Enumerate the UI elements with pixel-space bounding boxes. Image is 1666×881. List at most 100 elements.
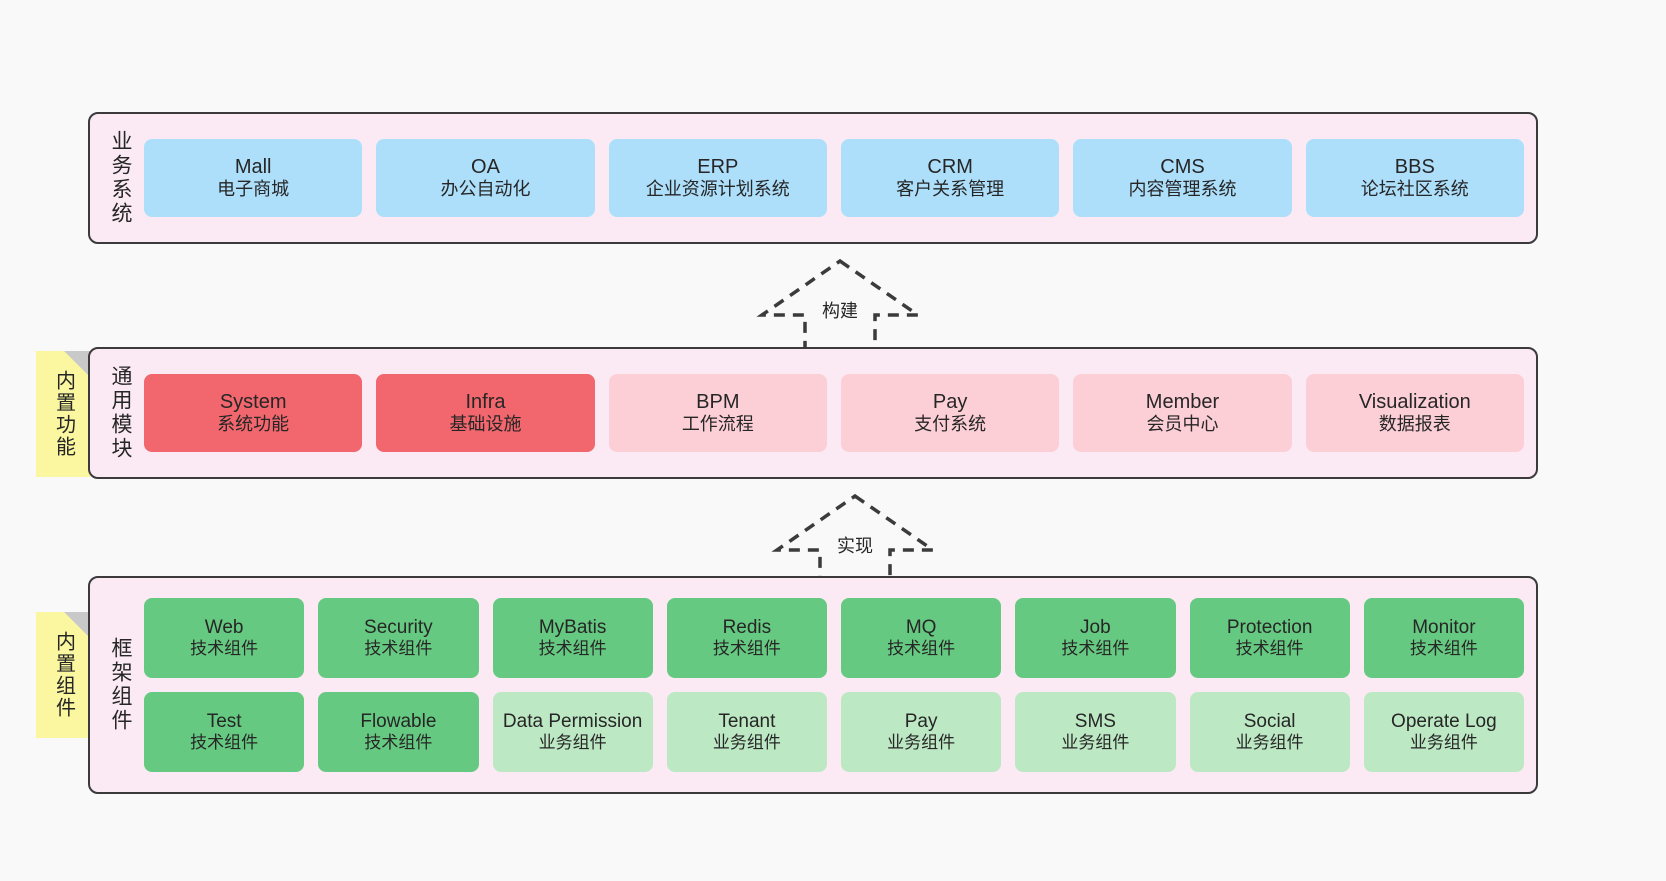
card-oa-cn: 办公自动化 <box>440 179 531 200</box>
card-infra-cn: 基础设施 <box>449 414 522 435</box>
card-visualization-en: Visualization <box>1358 390 1471 413</box>
card-mybatis[interactable]: MyBatis 技术组件 <box>492 598 653 678</box>
card-tenant-cn: 业务组件 <box>712 733 781 753</box>
card-test[interactable]: Test 技术组件 <box>144 692 305 772</box>
card-protection-cn: 技术组件 <box>1235 639 1304 659</box>
layer-framework-label: 框架组件 <box>109 637 133 733</box>
card-social[interactable]: Social 业务组件 <box>1189 692 1350 772</box>
card-security-en: Security <box>364 617 433 639</box>
card-job-en: Job <box>1080 617 1111 639</box>
sticky-note-builtin-components-label: 内置组件 <box>52 631 75 719</box>
framework-components-row-2: Test 技术组件 Flowable 技术组件 Data Permission … <box>144 692 1524 772</box>
card-tenant[interactable]: Tenant 业务组件 <box>666 692 827 772</box>
card-web[interactable]: Web 技术组件 <box>144 598 305 678</box>
card-web-cn: 技术组件 <box>190 639 259 659</box>
card-erp[interactable]: ERP 企业资源计划系统 <box>608 139 827 217</box>
sticky-note-builtin-components: 内置组件 <box>36 612 90 738</box>
sticky-note-builtin-functions: 内置功能 <box>36 351 90 477</box>
card-erp-cn: 企业资源计划系统 <box>645 179 790 200</box>
card-data-permission-cn: 业务组件 <box>538 733 607 753</box>
card-bbs-cn: 论坛社区系统 <box>1360 179 1469 200</box>
card-monitor-cn: 技术组件 <box>1409 639 1478 659</box>
card-oa[interactable]: OA 办公自动化 <box>376 139 595 217</box>
card-sms[interactable]: SMS 业务组件 <box>1015 692 1176 772</box>
common-modules-row: System 系统功能 Infra 基础设施 BPM 工作流程 Pay 支付系统… <box>144 374 1524 452</box>
arrow-build-label: 构建 <box>822 301 858 321</box>
card-security-cn: 技术组件 <box>364 639 433 659</box>
layer-modules-label: 通用模块 <box>109 365 133 461</box>
card-cms[interactable]: CMS 内容管理系统 <box>1073 139 1292 217</box>
card-job[interactable]: Job 技术组件 <box>1015 598 1176 678</box>
layer-business-body: Mall 电子商城 OA 办公自动化 ERP 企业资源计划系统 CRM 客户关系… <box>138 124 1524 232</box>
card-monitor-en: Monitor <box>1412 617 1476 639</box>
layer-modules-body: System 系统功能 Infra 基础设施 BPM 工作流程 Pay 支付系统… <box>138 359 1524 467</box>
card-redis-en: Redis <box>722 617 772 639</box>
card-job-cn: 技术组件 <box>1061 639 1130 659</box>
card-member[interactable]: Member 会员中心 <box>1073 374 1292 452</box>
card-mq-cn: 技术组件 <box>887 639 956 659</box>
card-cms-en: CMS <box>1160 155 1205 178</box>
card-data-permission[interactable]: Data Permission 业务组件 <box>492 692 653 772</box>
card-member-en: Member <box>1145 390 1220 413</box>
card-social-cn: 业务组件 <box>1235 733 1304 753</box>
card-system[interactable]: System 系统功能 <box>144 374 363 452</box>
card-mybatis-cn: 技术组件 <box>538 639 607 659</box>
card-oa-en: OA <box>471 155 500 178</box>
card-bpm-en: BPM <box>696 390 740 413</box>
card-pay-component[interactable]: Pay 业务组件 <box>841 692 1002 772</box>
card-system-en: System <box>219 390 287 413</box>
card-operate-log-cn: 业务组件 <box>1409 733 1478 753</box>
card-mybatis-en: MyBatis <box>538 617 607 639</box>
card-flowable-en: Flowable <box>360 711 437 733</box>
card-mall-en: Mall <box>234 155 272 178</box>
card-crm[interactable]: CRM 客户关系管理 <box>840 139 1060 217</box>
card-protection[interactable]: Protection 技术组件 <box>1189 598 1350 678</box>
framework-components-row-1: Web 技术组件 Security 技术组件 MyBatis 技术组件 Redi… <box>144 598 1524 678</box>
card-system-cn: 系统功能 <box>217 414 290 435</box>
card-tenant-en: Tenant <box>718 711 776 733</box>
card-pay-module-en: Pay <box>932 390 968 413</box>
card-security[interactable]: Security 技术组件 <box>318 598 479 678</box>
card-redis[interactable]: Redis 技术组件 <box>666 598 827 678</box>
card-mall[interactable]: Mall 电子商城 <box>144 139 363 217</box>
card-operate-log[interactable]: Operate Log 业务组件 <box>1363 692 1524 772</box>
arrow-implement-label: 实现 <box>837 536 873 556</box>
card-erp-en: ERP <box>697 155 739 178</box>
card-redis-cn: 技术组件 <box>712 639 781 659</box>
card-sms-en: SMS <box>1074 711 1116 733</box>
card-member-cn: 会员中心 <box>1146 414 1219 435</box>
card-pay-module-cn: 支付系统 <box>914 414 987 435</box>
card-visualization[interactable]: Visualization 数据报表 <box>1305 374 1524 452</box>
card-bbs[interactable]: BBS 论坛社区系统 <box>1305 139 1524 217</box>
card-monitor[interactable]: Monitor 技术组件 <box>1363 598 1524 678</box>
card-infra[interactable]: Infra 基础设施 <box>376 374 595 452</box>
arrow-build: 构建 <box>755 257 925 357</box>
layer-common-modules: 通用模块 System 系统功能 Infra 基础设施 BPM 工作流程 Pay <box>88 347 1538 479</box>
card-social-en: Social <box>1243 711 1296 733</box>
card-data-permission-en: Data Permission <box>502 711 643 733</box>
card-bbs-en: BBS <box>1394 155 1435 178</box>
business-systems-row: Mall 电子商城 OA 办公自动化 ERP 企业资源计划系统 CRM 客户关系… <box>144 139 1524 217</box>
layer-framework-body: Web 技术组件 Security 技术组件 MyBatis 技术组件 Redi… <box>138 588 1524 782</box>
card-sms-cn: 业务组件 <box>1061 733 1130 753</box>
card-pay-component-en: Pay <box>904 711 938 733</box>
card-bpm[interactable]: BPM 工作流程 <box>608 374 827 452</box>
card-pay-component-cn: 业务组件 <box>887 733 956 753</box>
card-protection-en: Protection <box>1226 617 1313 639</box>
card-visualization-cn: 数据报表 <box>1378 414 1451 435</box>
card-web-en: Web <box>204 617 244 639</box>
card-cms-cn: 内容管理系统 <box>1128 179 1237 200</box>
card-flowable[interactable]: Flowable 技术组件 <box>318 692 479 772</box>
card-operate-log-en: Operate Log <box>1391 711 1497 733</box>
layer-framework-components: 框架组件 Web 技术组件 Security 技术组件 MyBatis 技术组件… <box>88 576 1538 794</box>
card-mall-cn: 电子商城 <box>217 179 290 200</box>
layer-business-systems: 业务系统 Mall 电子商城 OA 办公自动化 ERP 企业资源计划系统 CRM <box>88 112 1538 244</box>
sticky-note-builtin-functions-label: 内置功能 <box>52 370 75 458</box>
card-pay-module[interactable]: Pay 支付系统 <box>840 374 1060 452</box>
card-mq[interactable]: MQ 技术组件 <box>841 598 1002 678</box>
card-flowable-cn: 技术组件 <box>364 733 433 753</box>
card-test-en: Test <box>206 711 242 733</box>
card-crm-en: CRM <box>927 155 973 178</box>
card-mq-en: MQ <box>905 617 937 639</box>
